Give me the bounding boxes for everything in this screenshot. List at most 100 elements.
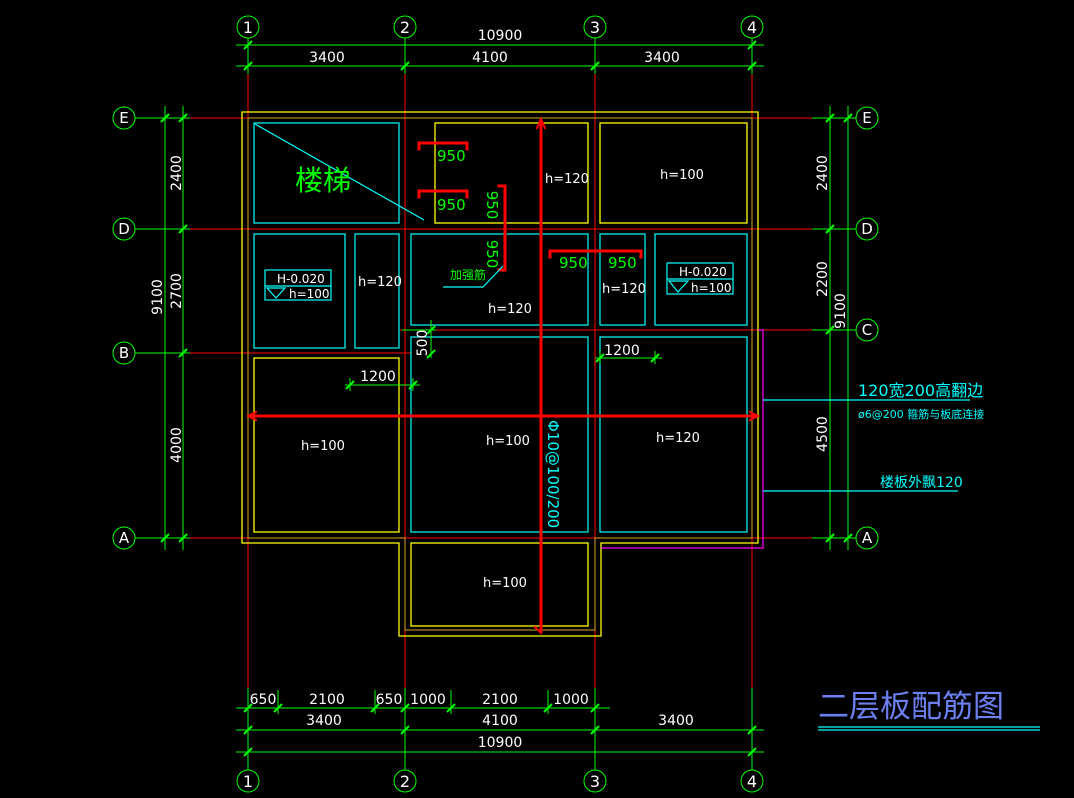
level-mark-left: H-0.020 h=100 — [264, 269, 332, 301]
dim-bottom-detail-5: 2100 — [482, 692, 518, 708]
axis-label-B-left: B — [119, 344, 129, 362]
axis-label-C-right: C — [862, 321, 872, 339]
axis-bubble-4-top — [740, 15, 764, 39]
dimension-ticks — [160, 40, 853, 757]
axis-bubble-D-left — [112, 217, 136, 241]
level-box-left — [264, 269, 332, 301]
axis-label-1-top: 1 — [243, 18, 253, 37]
panel-d-b-middle — [410, 233, 589, 326]
stair-diagonal — [254, 123, 425, 221]
level-triangle-left — [265, 287, 287, 299]
slab-thickness-b-a-middle: h=100 — [486, 434, 530, 449]
axis-label-2-top: 2 — [400, 18, 410, 37]
extra-bar-1 — [417, 141, 469, 151]
dim-bottom-detail-6: 1000 — [553, 692, 589, 708]
dim-bottom-detail-4: 1000 — [410, 692, 446, 708]
bar-length-6: 950 — [608, 254, 637, 272]
panel-stair — [253, 122, 400, 224]
axis-label-D-left: D — [118, 220, 130, 238]
main-bar-spec: Φ10@100/200 — [544, 420, 562, 528]
panel-e-d-middle — [434, 122, 589, 224]
dim-top-span-2: 4100 — [472, 50, 508, 66]
note-upturn: 120宽200高翻边 — [858, 381, 983, 400]
axis-bubble-D-right — [855, 217, 879, 241]
bar-length-4: 950 — [483, 240, 501, 269]
dim-500-text: 500 — [415, 330, 431, 357]
axis-label-1-bottom: 1 — [243, 772, 253, 791]
level-value-left: H-0.020 — [277, 272, 325, 286]
axis-label-A-left: A — [119, 529, 130, 547]
dimension-texts: 10900 3400 4100 3400 650 2100 650 1000 2… — [150, 28, 849, 751]
dim-right-total: 9100 — [833, 293, 849, 329]
axis-label-4-top: 4 — [747, 18, 757, 37]
main-bar-horizontal-left-tip — [245, 410, 258, 422]
slab-thickness-e-d-middle: h=120 — [545, 172, 589, 187]
dim-top-total: 10900 — [478, 28, 523, 44]
bar-length-5: 950 — [559, 254, 588, 272]
slab-labels: 楼梯 h=120 h=100 H-0.020 h=100 h=120 h=120… — [264, 164, 734, 591]
beam-inner-outline — [247, 117, 753, 631]
dim-left-span-1: 2400 — [169, 155, 185, 191]
dim-bottom-detail-2: 2100 — [309, 692, 345, 708]
notes: 120宽200高翻边 ø6@200 箍筋与板底连接 楼板外飘120 — [763, 381, 984, 492]
axis-label-D-right: D — [861, 220, 873, 238]
main-bar-vertical-bottom-tip — [533, 625, 543, 635]
slab-thickness-bottom-bay: h=100 — [483, 576, 527, 591]
axis-bubble-3-top — [583, 15, 607, 39]
dim-1200-right-ticks — [595, 353, 660, 363]
strengthening-bar-label: 加强筋 — [450, 267, 486, 282]
reinforcement-bars — [245, 116, 761, 635]
dim-bottom-detail-3: 650 — [376, 692, 403, 708]
bar-length-1: 950 — [437, 147, 466, 165]
slab-thickness-b-a-right: h=120 — [656, 431, 700, 446]
note-overhang: 楼板外飘120 — [880, 475, 963, 491]
drawing-title-block: 二层板配筋图 — [818, 689, 1040, 731]
axis-bubbles-bottom: 1 2 3 4 — [236, 769, 764, 793]
rebar-labels: 950 950 950 950 950 950 加强筋 Φ10@100/200 — [437, 147, 637, 528]
dimension-lines — [164, 44, 849, 753]
dim-1200-left-ticks — [345, 380, 418, 390]
axis-bubble-2-top — [393, 15, 417, 39]
dim-bottom-span-1: 3400 — [306, 713, 342, 729]
drawing-title: 二层板配筋图 — [818, 689, 1004, 725]
dim-bottom-span-3: 3400 — [658, 713, 694, 729]
axis-bubble-2-bottom — [393, 769, 417, 793]
axis-label-2-bottom: 2 — [400, 772, 410, 791]
dim-left-total: 9100 — [150, 279, 166, 315]
level-triangle-right — [667, 280, 690, 293]
bar-length-3: 950 — [483, 191, 501, 220]
dim-bottom-total: 10900 — [478, 735, 523, 751]
axis-bubbles-top: 1 2 3 4 — [236, 15, 764, 39]
axis-bubble-1-top — [236, 15, 260, 39]
axis-label-4-bottom: 4 — [747, 772, 757, 791]
axis-label-E-left: E — [119, 109, 128, 127]
panel-bottom-bay — [410, 542, 589, 627]
axis-bubbles-left: E D B A — [112, 106, 136, 550]
panel-b-a-middle — [410, 336, 589, 533]
dim-right-span-2: 2200 — [815, 261, 831, 297]
slab-overhang-line — [601, 329, 764, 549]
axis-bubble-A-right — [855, 526, 879, 550]
level-mark-right: H-0.020 h=100 — [666, 262, 734, 295]
dim-1200-left-text: 1200 — [360, 369, 396, 385]
axis-bubble-E-right — [855, 106, 879, 130]
bar-length-2: 950 — [437, 196, 466, 214]
dim-1200-right-text: 1200 — [604, 343, 640, 359]
dim-500-ticks — [426, 325, 436, 359]
local-dimensions: 500 1200 1200 — [345, 320, 662, 391]
panel-b-a-left — [253, 357, 400, 533]
slab-thickness-d-b-right: h=100 — [691, 281, 732, 295]
axis-bubble-3-bottom — [583, 769, 607, 793]
axis-bubble-1-bottom — [236, 769, 260, 793]
slab-thickness-e-d-right: h=100 — [660, 168, 704, 183]
axis-label-3-top: 3 — [590, 18, 600, 37]
axis-bubble-C-right — [855, 318, 879, 342]
axis-bubble-4-bottom — [740, 769, 764, 793]
axis-bubble-B-left — [112, 341, 136, 365]
slab-thickness-b-a-left: h=100 — [301, 439, 345, 454]
extra-bar-2 — [417, 189, 469, 199]
axis-bubble-A-left — [112, 526, 136, 550]
main-bar-vertical-top-tip — [535, 116, 547, 130]
panel-e-d-right — [599, 122, 748, 224]
